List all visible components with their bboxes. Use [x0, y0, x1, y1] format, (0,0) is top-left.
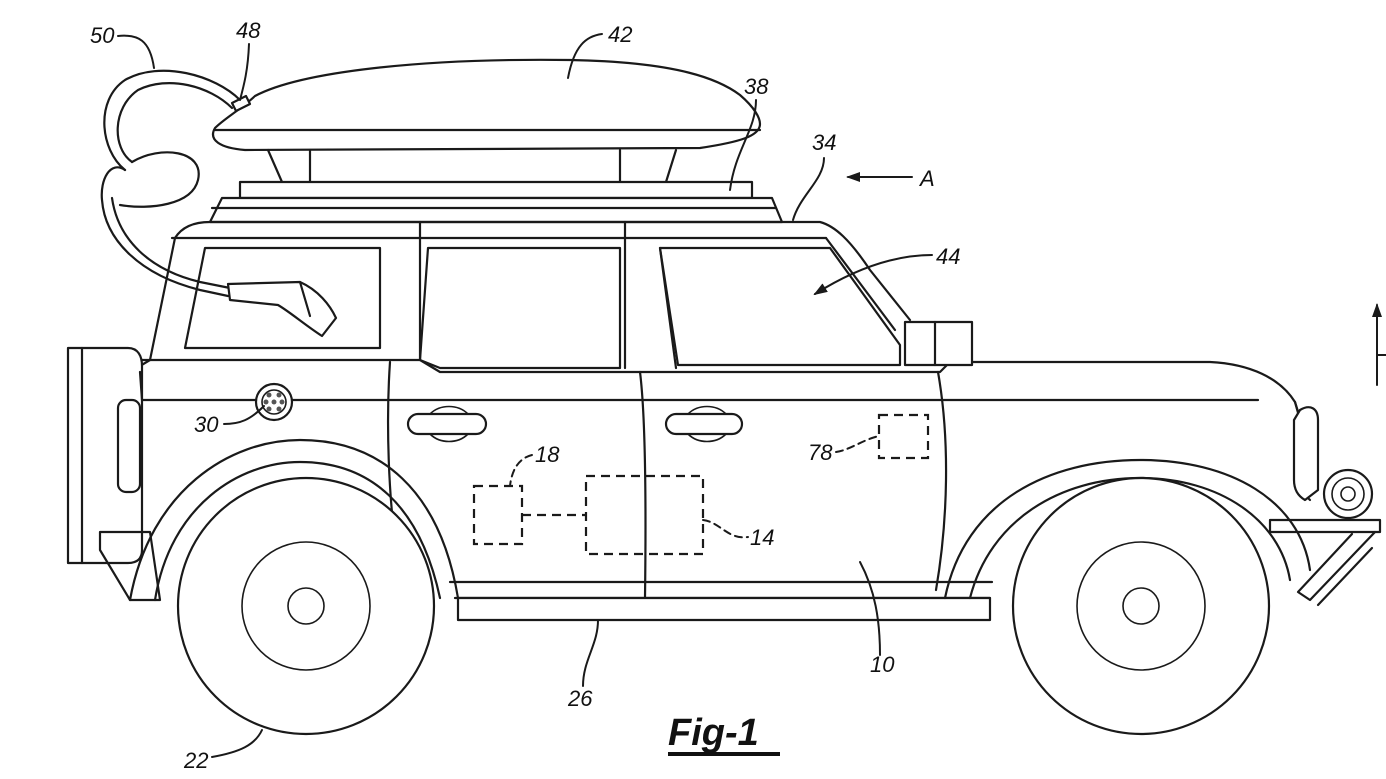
label-14: 14	[750, 525, 774, 550]
label-42: 42	[608, 22, 632, 47]
block-18	[472, 484, 524, 546]
label-34: 34	[812, 130, 836, 155]
leader-38	[729, 99, 757, 191]
leader-18	[509, 454, 533, 487]
leader-78	[835, 435, 880, 453]
door-handle-front	[664, 405, 744, 443]
label-44: 44	[936, 244, 960, 269]
leader-26	[582, 619, 599, 687]
rear-wheel	[176, 476, 436, 736]
leader-10	[859, 561, 881, 656]
charge-port	[254, 382, 294, 422]
leader-30	[223, 405, 265, 425]
label-48: 48	[236, 18, 261, 43]
label-18: 18	[535, 442, 560, 467]
leader-14	[702, 519, 749, 539]
label-26: 26	[567, 686, 593, 711]
cargo-carrier	[212, 58, 762, 184]
leader-34	[792, 157, 825, 221]
section-arrow	[1372, 303, 1386, 386]
leader-48	[239, 43, 250, 101]
vehicle-body	[66, 220, 1382, 622]
block-14	[584, 474, 705, 556]
leader-50	[117, 34, 155, 69]
leader-22	[211, 729, 263, 758]
roof-rack	[208, 180, 784, 224]
arrow-44	[813, 254, 933, 296]
figure-caption: Fig-1	[668, 712, 780, 756]
leader-42	[567, 33, 603, 79]
label-50: 50	[90, 23, 115, 48]
label-30: 30	[194, 412, 219, 437]
caption-underline	[668, 752, 780, 756]
door-handle-rear	[406, 405, 488, 443]
block-78	[877, 413, 930, 460]
label-78: 78	[808, 440, 833, 465]
label-10: 10	[870, 652, 895, 677]
front-wheel	[1011, 476, 1271, 736]
figure-title: Fig-1	[668, 712, 759, 754]
label-a: A	[918, 166, 935, 191]
charging-cable	[100, 69, 338, 338]
label-22: 22	[183, 748, 208, 773]
label-38: 38	[744, 74, 769, 99]
